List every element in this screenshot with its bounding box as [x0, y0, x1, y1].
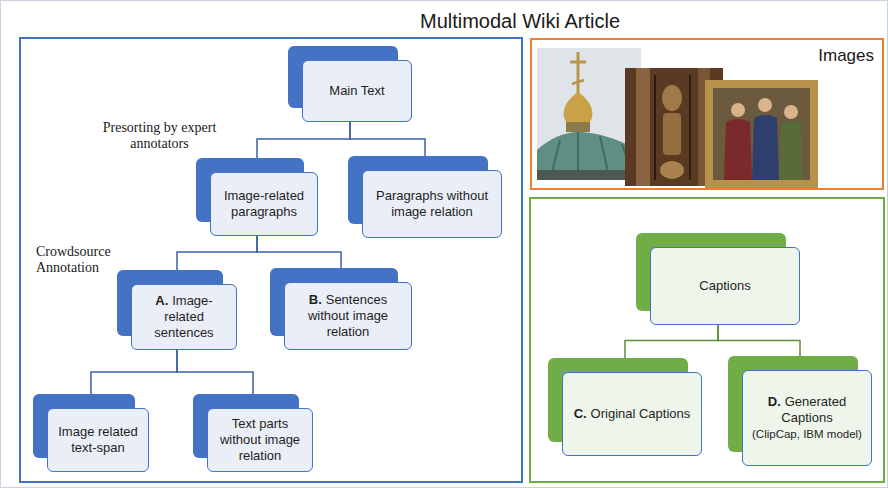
box-face: Image-related paragraphs	[210, 172, 318, 236]
cross-bar	[570, 61, 586, 64]
stage-note: Presorting by expert annotators	[102, 120, 217, 152]
process-box: Image related text-span	[33, 394, 149, 472]
process-box: Text parts without image relation	[193, 394, 313, 472]
box-face: B.Sentences without image relation	[284, 282, 412, 350]
node-text: Image related text-span	[58, 424, 138, 455]
node-text: Main Text	[329, 83, 384, 98]
tree-connector	[257, 122, 350, 158]
process-box: C. Original Captions	[548, 358, 702, 456]
gold-frame	[705, 80, 818, 188]
node-text: Text parts without image relation	[220, 416, 300, 463]
text-line: C. Original Captions	[574, 406, 691, 422]
text-line: D.Generated Captions	[749, 394, 865, 426]
box-face: Main Text	[302, 60, 412, 122]
tree-connector	[350, 122, 425, 156]
box-face: C. Original Captions	[562, 372, 702, 456]
title-block: Multimodal Wiki Article	[330, 8, 710, 34]
box-face: Captions	[650, 247, 800, 325]
node-text: Paragraphs without image relation	[376, 188, 488, 219]
text-line: A.Image-related sentences	[138, 293, 230, 341]
text-line: Main Text	[329, 83, 384, 99]
box-text: Paragraphs without image relation	[369, 188, 495, 220]
tree-connector	[718, 325, 800, 356]
text-line: Paragraphs without image relation	[369, 188, 495, 220]
node-text: Captions	[699, 278, 750, 293]
node-text: (ClipCap, IBM model)	[752, 428, 862, 440]
text-line: Text parts without image relation	[214, 416, 306, 464]
text-line: Captions	[699, 278, 750, 294]
drum	[566, 122, 590, 132]
text-line: Image related text-span	[54, 424, 142, 456]
item-letter: A.	[155, 293, 168, 308]
box-face: Paragraphs without image relation	[362, 170, 502, 238]
box-text: B.Sentences without image relation	[291, 292, 405, 340]
process-box: D.Generated Captions (ClipCap, IBM model)	[728, 356, 872, 466]
box-text: Main Text	[329, 83, 384, 99]
node-text: Image-related paragraphs	[224, 188, 304, 219]
diagram-title: Multimodal Wiki Article	[420, 10, 620, 32]
box-text: Image-related paragraphs	[217, 188, 311, 220]
carved-body	[663, 113, 681, 155]
images-panel: Images	[530, 38, 884, 190]
box-face: A.Image-related sentences	[131, 284, 237, 350]
cross-post	[577, 52, 580, 93]
box-text: A.Image-related sentences	[138, 293, 230, 341]
carved-head	[662, 85, 682, 111]
box-text: C. Original Captions	[574, 406, 691, 422]
figure-robe	[752, 115, 779, 180]
figure-head	[758, 98, 772, 112]
pillar	[636, 68, 650, 186]
box-face: Image related text-span	[47, 408, 149, 472]
tree-connector	[257, 236, 341, 268]
gold-cupola	[564, 92, 593, 122]
item-letter: B.	[309, 292, 322, 307]
figure-robe	[724, 119, 752, 180]
caption-panel	[530, 198, 884, 482]
captions-box: Captions	[636, 233, 800, 325]
carving-grooves	[655, 75, 690, 180]
text-line: Image-related paragraphs	[217, 188, 311, 220]
item-letter: D.	[768, 394, 781, 409]
box-text: Text parts without image relation	[214, 416, 306, 464]
box-text: Captions	[699, 278, 750, 294]
cross-foot	[572, 80, 584, 84]
canvas	[713, 88, 810, 180]
figure-head	[784, 105, 798, 119]
stage-note: Crowdsource Annotation	[36, 244, 136, 276]
text-line: (ClipCap, IBM model)	[749, 426, 865, 442]
process-box: B.Sentences without image relation	[270, 268, 412, 350]
box-face: D.Generated Captions (ClipCap, IBM model)	[742, 370, 872, 466]
dome-ribs	[552, 132, 632, 172]
node-text: Original Captions	[591, 406, 691, 421]
node-text: Generated Captions	[781, 394, 846, 425]
text-panel	[20, 38, 522, 482]
box-face: Text parts without image relation	[207, 408, 313, 472]
text-line: B.Sentences without image relation	[291, 292, 405, 340]
panel-heading: Images	[818, 46, 874, 66]
process-box: Image-related paragraphs	[196, 158, 318, 236]
painting-photo	[705, 80, 818, 188]
tree-connector	[177, 350, 253, 394]
box-text: Image related text-span	[54, 424, 142, 456]
main-text-box: Main Text	[288, 46, 412, 122]
process-box: A.Image-related sentences	[117, 270, 237, 350]
figure-robe	[779, 121, 803, 180]
tree-connector	[177, 236, 257, 270]
box-text: D.Generated Captions (ClipCap, IBM model)	[749, 394, 865, 442]
item-letter: C.	[574, 406, 587, 421]
tree-connector	[91, 350, 177, 394]
carved-ornament	[660, 161, 684, 179]
process-box: Paragraphs without image relation	[348, 156, 502, 238]
tree-connector	[625, 325, 718, 358]
figure-head	[731, 103, 745, 117]
